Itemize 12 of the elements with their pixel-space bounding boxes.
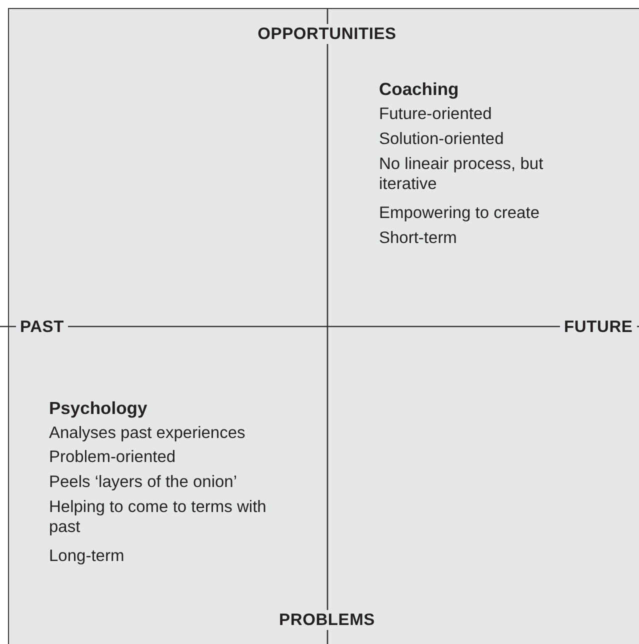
list-item: Analyses past experiences [49,423,246,443]
list-item: Problem-oriented [49,447,176,467]
list-item: No lineair process, but iterative [379,154,544,194]
list-item: Short-term [379,228,457,248]
list-item: Solution-oriented [379,129,504,149]
list-item: Empowering to create [379,203,540,223]
list-item: Helping to come to terms with past [49,497,268,537]
list-item: Peels ‘layers of the onion’ [49,472,238,492]
heading: Coaching [379,79,459,99]
list-item: Long-term [49,546,124,566]
heading: Psychology [49,398,148,418]
list-item: Future-oriented [379,104,492,124]
